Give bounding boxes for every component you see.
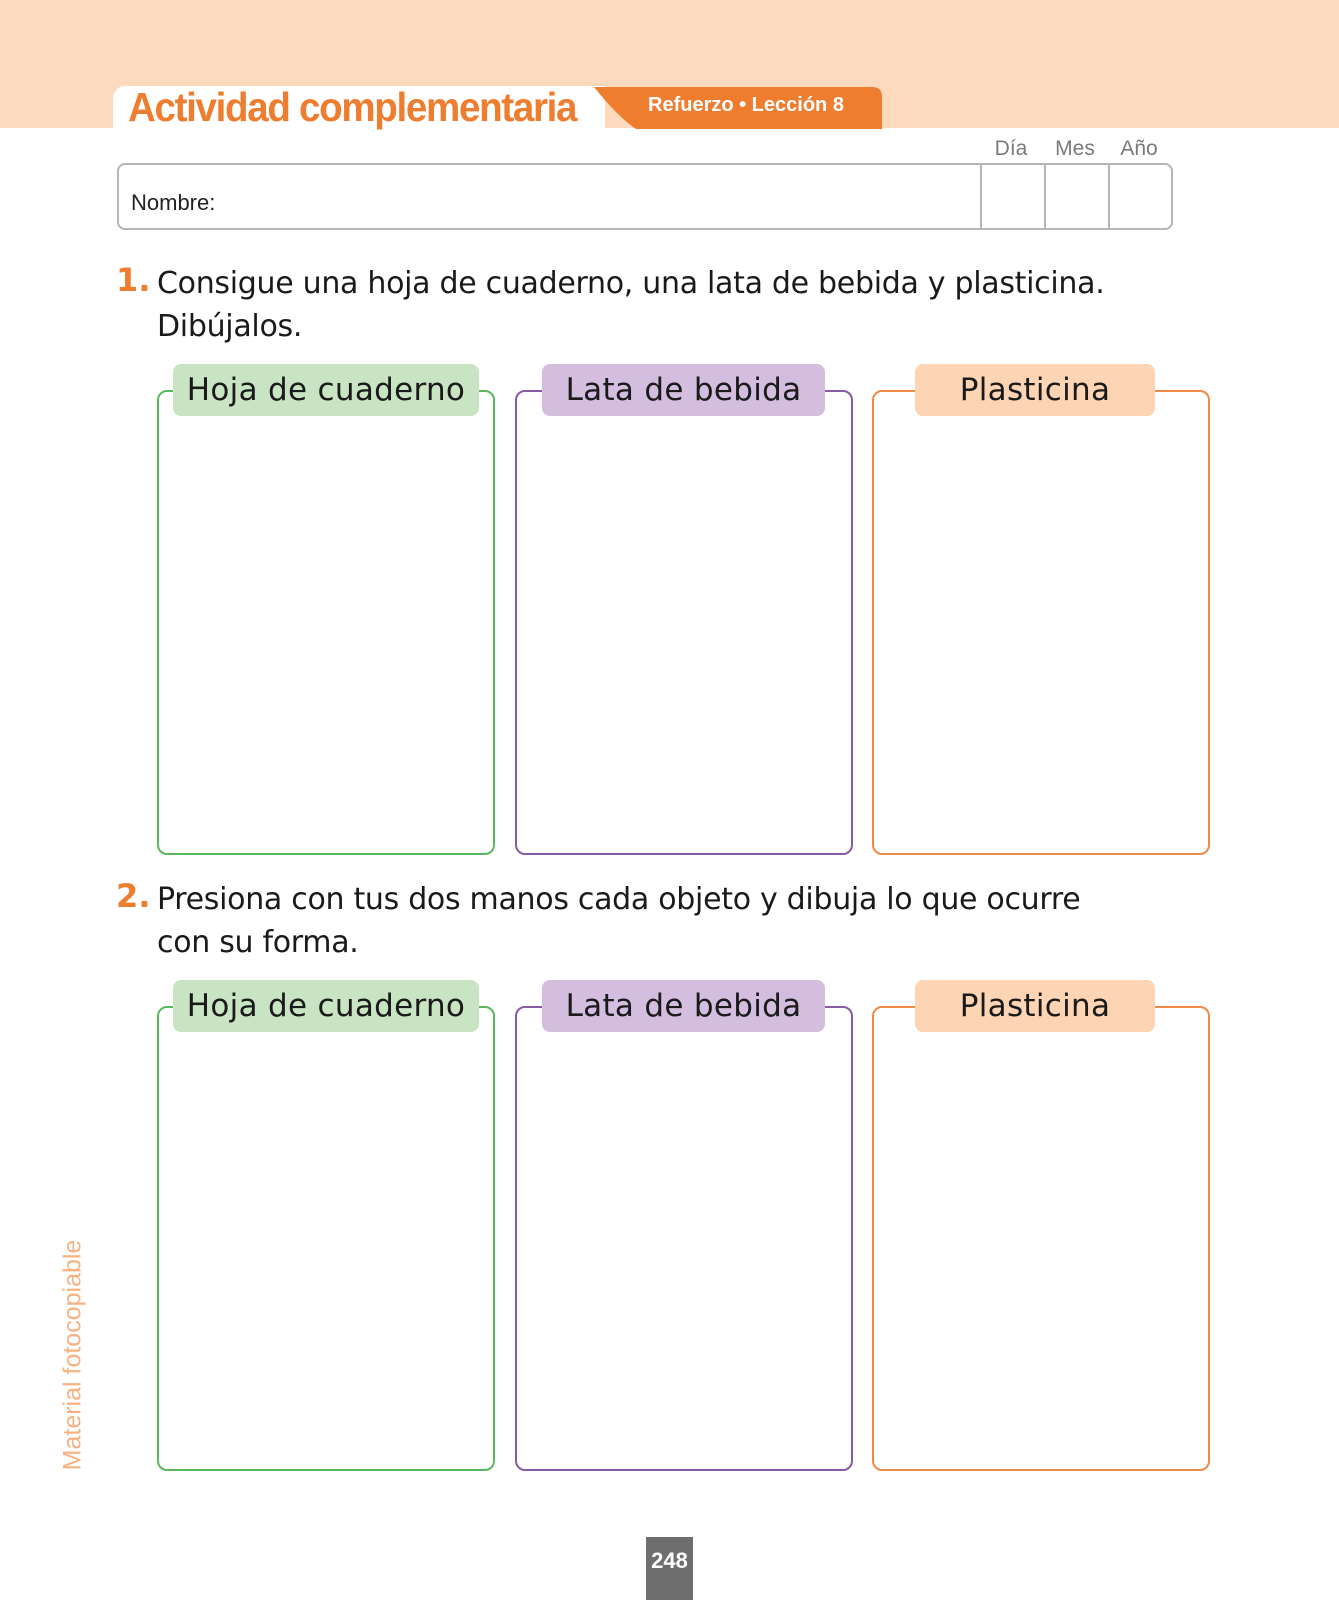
drawing-box-clay-2[interactable] — [872, 1006, 1210, 1471]
date-label-month: Mes — [1055, 137, 1095, 160]
box-label-clay-2: Plasticina — [915, 980, 1155, 1032]
drawing-box-can-1[interactable] — [515, 390, 853, 855]
box-label-can-1: Lata de bebida — [542, 364, 825, 416]
date-divider — [1044, 165, 1046, 228]
drawing-box-can-2[interactable] — [515, 1006, 853, 1471]
question-1-text: Consigue una hoja de cuaderno, una lata … — [157, 266, 1105, 344]
drawing-box-clay-1[interactable] — [872, 390, 1210, 855]
question-2-number: 2. — [116, 877, 151, 915]
box-label-notebook-2: Hoja de cuaderno — [173, 980, 479, 1032]
page-title: Actividad complementaria — [128, 84, 577, 130]
drawing-box-notebook-1[interactable] — [157, 390, 495, 855]
title-tab — [113, 86, 605, 134]
date-divider — [980, 165, 982, 228]
question-2-text: Presiona con tus dos manos cada objeto y… — [157, 882, 1081, 960]
box-label-clay-1: Plasticina — [915, 364, 1155, 416]
date-divider — [1108, 165, 1110, 228]
name-label: Nombre: — [131, 190, 216, 215]
lesson-badge-label: Refuerzo • Lección 8 — [648, 94, 844, 116]
box-label-notebook-1: Hoja de cuaderno — [173, 364, 479, 416]
name-date-field[interactable]: Nombre: — [117, 163, 1173, 230]
lesson-badge — [594, 87, 882, 129]
drawing-box-notebook-2[interactable] — [157, 1006, 495, 1471]
question-1-number: 1. — [116, 261, 151, 299]
date-label-day: Día — [994, 137, 1028, 160]
date-label-year: Año — [1120, 137, 1158, 160]
box-label-can-2: Lata de bebida — [542, 980, 825, 1032]
page-number: 248 — [646, 1537, 693, 1600]
side-note: Material fotocopiable — [58, 1239, 87, 1471]
